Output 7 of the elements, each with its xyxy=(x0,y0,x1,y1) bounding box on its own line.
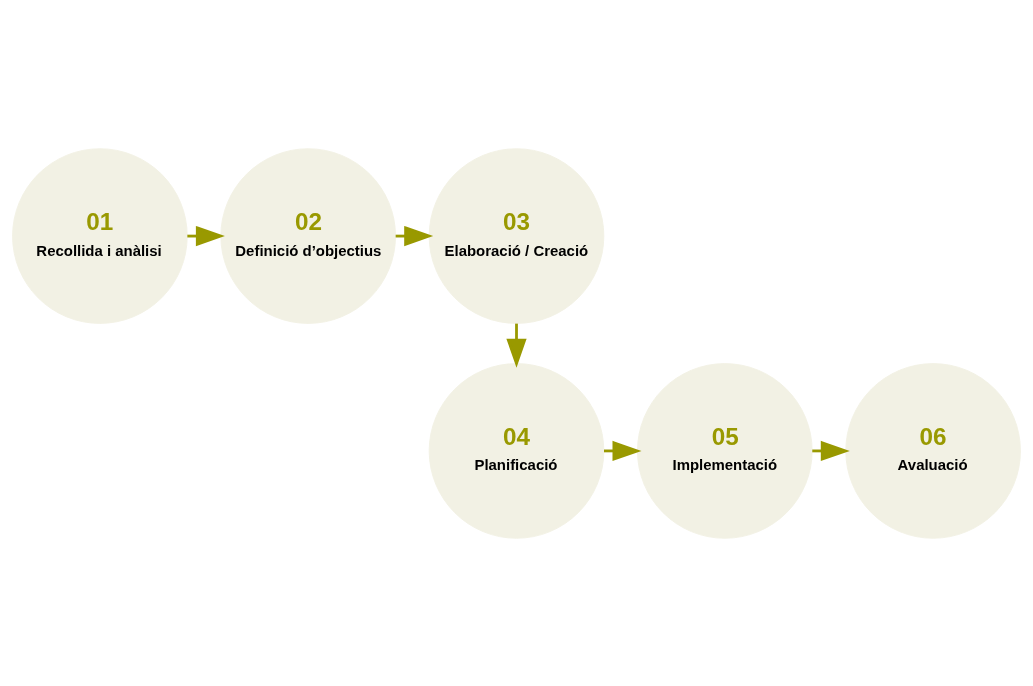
node-circle: 05 Implementació xyxy=(637,362,813,539)
arrow xyxy=(506,323,527,368)
node-circle: 03 Elaboració / Creació xyxy=(428,147,605,324)
node-circle: 06 Avaluació xyxy=(845,362,1021,539)
node-circle: 01 Recollida i anàlisi xyxy=(12,147,188,324)
node-circle: 04 Planificació xyxy=(428,362,605,539)
node-circle: 02 Definició d’objectius xyxy=(220,147,396,324)
